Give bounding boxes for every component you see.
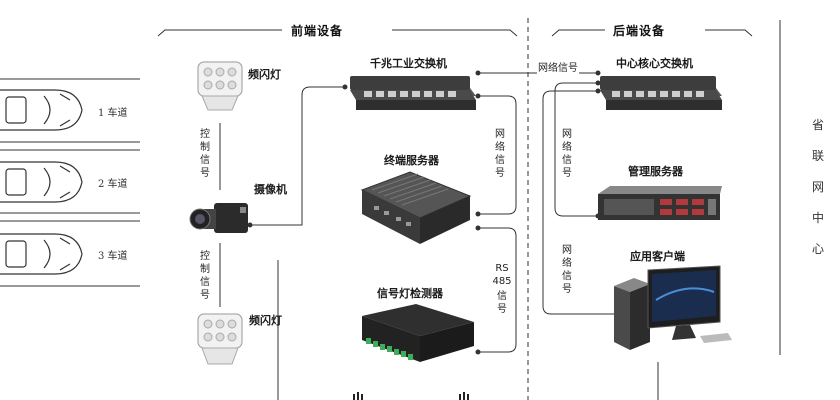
partial-bottom-icon <box>353 392 469 400</box>
camera-icon <box>189 203 248 233</box>
strobe-light-bottom-icon <box>197 313 243 365</box>
strobe-light-top-icon <box>197 61 243 111</box>
terminal-server-label: 终端服务器 <box>384 154 439 167</box>
back-header-bracket-right <box>705 29 753 37</box>
rs485-label-part1: RS <box>495 263 509 274</box>
network-signal-label-client: 网络信号 <box>562 245 572 295</box>
car-lane-3 <box>0 233 83 275</box>
network-signal-label-horizontal: 网络信号 <box>537 59 579 74</box>
control-signal-label-bottom: 控制信号 <box>200 251 210 301</box>
rs485-label-part3: 信号 <box>497 291 507 315</box>
car-lane-2 <box>0 161 83 203</box>
terminal-detector-line <box>478 227 517 353</box>
lane-label-3: 3 车道 <box>98 251 128 262</box>
terminal-server-icon <box>360 171 472 244</box>
lane-label-1: 1 车道 <box>98 108 128 119</box>
front-section-title: 前端设备 <box>291 24 344 38</box>
network-signal-label-mgmt: 网络信号 <box>562 129 572 179</box>
client-pc-icon <box>614 265 732 350</box>
back-section-title: 后端设备 <box>613 24 666 38</box>
camera-label: 摄像机 <box>254 183 287 196</box>
gigabit-switch-icon <box>350 76 476 110</box>
front-header-bracket-left <box>157 29 282 37</box>
core-switch-icon <box>600 76 722 110</box>
core-mgmt-line <box>554 82 598 217</box>
back-header-bracket-left <box>551 29 605 37</box>
control-signal-label-top: 控制信号 <box>200 129 210 179</box>
front-header-bracket-right <box>392 29 518 37</box>
network-signal-label-front: 网络信号 <box>495 129 505 179</box>
switch-terminal-line <box>478 95 517 215</box>
car-lane-1 <box>0 89 83 131</box>
province-center-label: 省联网中心 <box>811 118 824 256</box>
gigabit-switch-label: 千兆工业交换机 <box>370 57 447 70</box>
flash-light-top-label: 频闪灯 <box>248 68 281 81</box>
signal-detector-icon <box>362 304 474 362</box>
signal-detector-label: 信号灯检测器 <box>377 287 443 300</box>
application-client-label: 应用客户端 <box>630 250 685 263</box>
core-switch-label: 中心核心交换机 <box>616 57 693 70</box>
rs485-label-part2: 485 <box>492 276 512 287</box>
camera-switch-line <box>250 86 345 226</box>
management-server-icon <box>598 186 722 220</box>
management-server-label: 管理服务器 <box>628 165 683 178</box>
flash-light-bottom-label: 频闪灯 <box>249 314 282 327</box>
core-client-line <box>542 90 614 315</box>
lane-label-2: 2 车道 <box>98 179 128 190</box>
